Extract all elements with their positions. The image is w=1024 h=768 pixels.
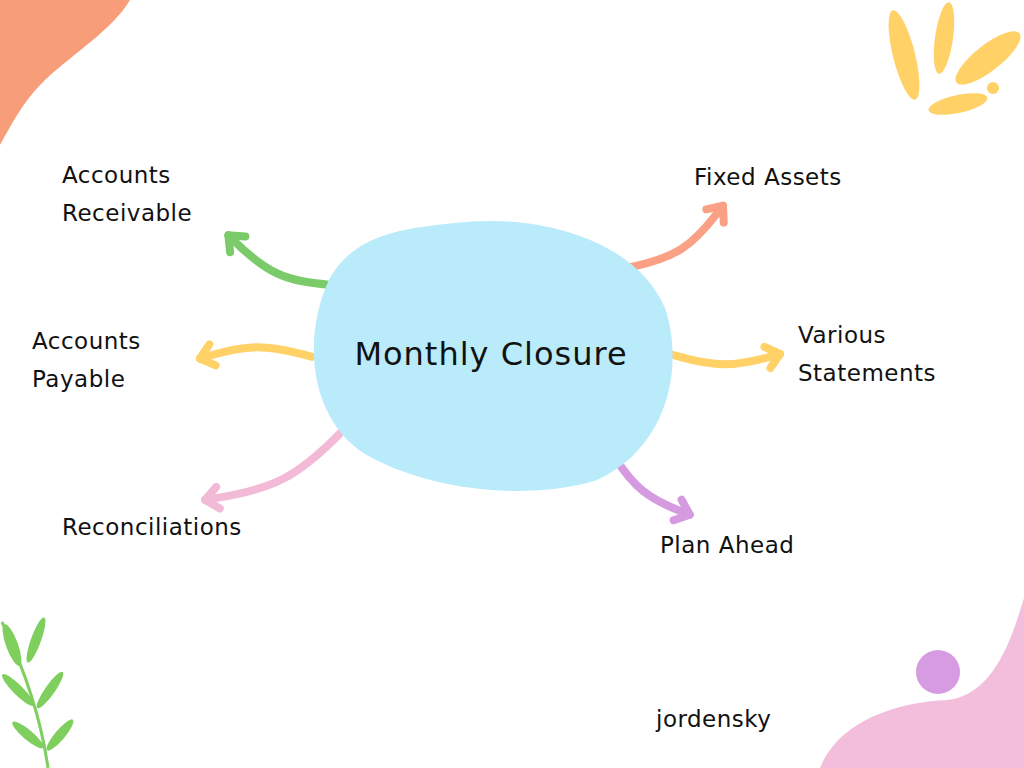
topic-label: Fixed Assets [694, 158, 842, 196]
topic-label: Plan Ahead [660, 526, 794, 564]
arrow-shaft [625, 206, 723, 269]
dot [916, 650, 960, 694]
corner-blob [0, 0, 130, 145]
blob-fill [314, 221, 673, 491]
branch-topic: Accounts Receivable [62, 156, 212, 232]
branch-topic: Accounts Payable [32, 322, 182, 398]
corner-blob [820, 598, 1024, 768]
topic-label: Accounts Payable [32, 322, 182, 398]
hub-title: Monthly Closure [354, 335, 627, 373]
branch-arrow [228, 235, 339, 285]
branch-topic: Reconciliations [62, 508, 242, 546]
branch-topic: Fixed Assets [694, 158, 842, 196]
arrow-shaft [670, 354, 780, 364]
arrow-shaft [205, 428, 345, 499]
branch-topic: Various Statements [798, 316, 968, 392]
topic-label: Various Statements [798, 316, 968, 392]
splash [882, 1, 1024, 119]
topic-label: Reconciliations [62, 508, 242, 546]
arrow-head [706, 206, 723, 223]
arrow-shaft [200, 347, 312, 358]
arrow-head [228, 235, 245, 252]
arrow-head [674, 500, 690, 520]
branch-arrow [205, 428, 345, 508]
arrow-head [765, 347, 780, 368]
signature: jordensky [656, 706, 771, 732]
hub-blob: Monthly Closure [305, 218, 677, 490]
branch-arrow [625, 206, 724, 269]
arrow-shaft [228, 235, 339, 285]
arrow-head [200, 344, 216, 365]
leaves [0, 616, 77, 768]
branch-arrow [200, 344, 312, 365]
branch-topic: Plan Ahead [660, 526, 794, 564]
topic-label: Accounts Receivable [62, 156, 212, 232]
branch-arrow [670, 347, 780, 368]
arrow-head [205, 487, 220, 509]
